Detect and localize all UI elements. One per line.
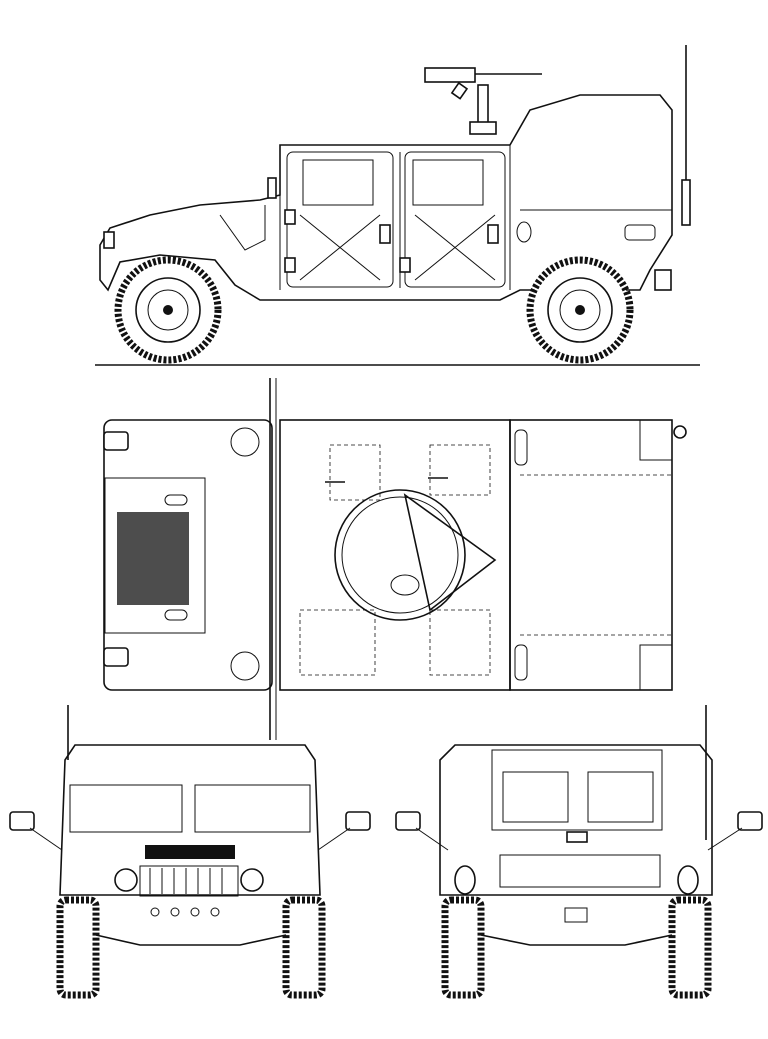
gun-ring-top	[325, 477, 497, 621]
rear-wheel-side	[526, 256, 634, 364]
side-view	[95, 45, 700, 366]
rear-view	[395, 705, 763, 999]
mounted-gun-icon	[424, 67, 542, 135]
front-view	[9, 705, 371, 999]
top-view	[103, 378, 687, 740]
front-wheel-side	[114, 256, 222, 364]
